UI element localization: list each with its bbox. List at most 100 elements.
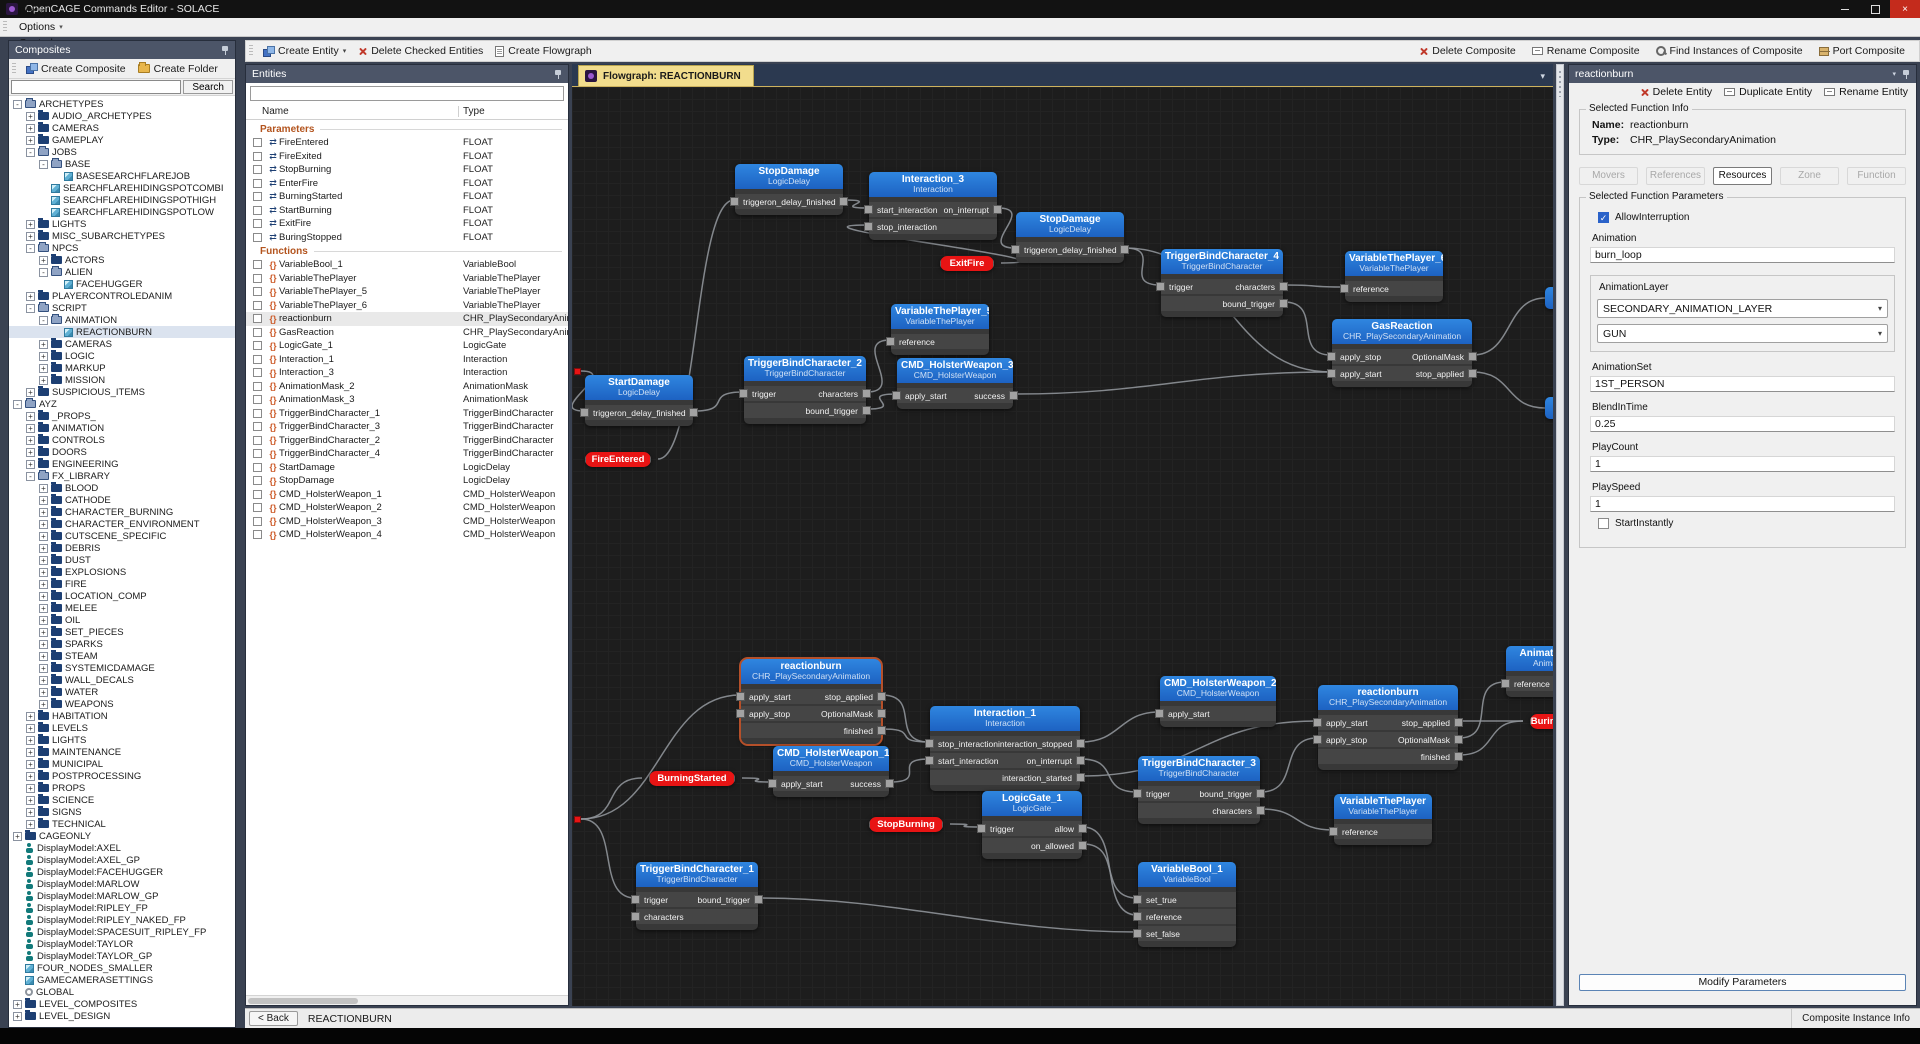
play-speed-input[interactable]: 1 (1590, 496, 1895, 512)
tree-item[interactable]: DisplayModel:TAYLOR (9, 938, 235, 950)
tree-item[interactable]: +CUTSCENE_SPECIFIC (9, 530, 235, 542)
entity-checkbox[interactable] (253, 422, 262, 432)
tree-item[interactable]: +LEVELS (9, 722, 235, 734)
tree-expander-icon[interactable]: - (13, 99, 22, 109)
tree-item[interactable]: +EXPLOSIONS (9, 566, 235, 578)
pin[interactable] (864, 205, 873, 214)
tree-item[interactable]: +MELEE (9, 602, 235, 614)
pin[interactable] (864, 222, 873, 231)
pin[interactable] (1133, 895, 1142, 904)
back-button[interactable]: < Back (249, 1011, 298, 1026)
tree-item[interactable]: +CONTROLS (9, 434, 235, 446)
tree-item[interactable]: +OIL (9, 614, 235, 626)
pin[interactable] (1155, 709, 1164, 718)
tree-expander-icon[interactable]: + (26, 723, 35, 733)
tree-expander-icon[interactable]: + (26, 459, 35, 469)
entity-checkbox[interactable] (253, 476, 262, 486)
tab-function[interactable]: Function (1847, 167, 1906, 185)
flow-input-port[interactable] (574, 816, 581, 823)
pin[interactable] (1156, 282, 1165, 291)
tree-item[interactable]: +POSTPROCESSING (9, 770, 235, 782)
tree-item[interactable]: DisplayModel:TAYLOR_GP (9, 950, 235, 962)
tree-item[interactable]: +GAMEPLAY (9, 134, 235, 146)
pin[interactable] (739, 389, 748, 398)
entity-checkbox[interactable] (253, 273, 262, 283)
pin[interactable] (1327, 352, 1336, 361)
tree-item[interactable]: DisplayModel:FACEHUGGER (9, 866, 235, 878)
tree-item[interactable]: +STEAM (9, 650, 235, 662)
flow-input-port[interactable] (574, 368, 581, 375)
tree-expander-icon[interactable]: + (39, 603, 48, 613)
tree-item[interactable]: +SIGNS (9, 806, 235, 818)
menu-item-options[interactable]: Options▾ (11, 19, 71, 35)
tab-references[interactable]: References (1646, 167, 1705, 185)
animation-layer-select[interactable]: SECONDARY_ANIMATION_LAYER ▾ (1597, 299, 1888, 318)
tree-expander-icon[interactable]: + (39, 543, 48, 553)
tab-list-dropdown-icon[interactable]: ▾ (1540, 71, 1545, 81)
entity-checkbox[interactable] (253, 381, 262, 391)
entity-checkbox[interactable] (253, 395, 262, 405)
tree-item[interactable]: DisplayModel:AXEL (9, 842, 235, 854)
allow-interruption-row[interactable]: ✓ AllowInterruption (1598, 212, 1690, 223)
tree-item[interactable]: -ARCHETYPES (9, 98, 235, 110)
tree-expander-icon[interactable]: + (39, 651, 48, 661)
start-instantly-checkbox[interactable] (1598, 518, 1609, 529)
pin[interactable] (1076, 756, 1085, 765)
tree-item[interactable]: +MAINTENANCE (9, 746, 235, 758)
create-composite-button[interactable]: Create Composite (20, 61, 132, 77)
tree-expander-icon[interactable]: + (26, 387, 35, 397)
tree-expander-icon[interactable]: + (39, 615, 48, 625)
tree-item[interactable]: +LOGIC (9, 350, 235, 362)
pin-icon[interactable] (554, 70, 562, 79)
pin[interactable] (877, 709, 886, 718)
rename-entity-button[interactable]: Rename Entity (1824, 86, 1908, 98)
tree-item[interactable]: +PLAYERCONTROLEDANIM (9, 290, 235, 302)
pin[interactable] (1078, 841, 1087, 850)
pin[interactable] (869, 820, 870, 828)
entity-checkbox[interactable] (253, 260, 262, 270)
tree-item[interactable]: -FX_LIBRARY (9, 470, 235, 482)
tree-item[interactable]: +CHARACTER_BURNING (9, 506, 235, 518)
pin[interactable] (1076, 739, 1085, 748)
pin[interactable] (1256, 806, 1265, 815)
chevron-down-icon[interactable]: ▾ (1892, 71, 1896, 78)
pin[interactable] (877, 726, 886, 735)
tree-expander-icon[interactable]: + (39, 507, 48, 517)
tree-item[interactable]: +SCIENCE (9, 794, 235, 806)
tree-item[interactable]: +LIGHTS (9, 218, 235, 230)
tree-item[interactable]: +WATER (9, 686, 235, 698)
tree-expander-icon[interactable]: - (26, 471, 35, 481)
tree-item[interactable]: +MISSION (9, 374, 235, 386)
entity-checkbox[interactable] (253, 503, 262, 513)
tree-item[interactable]: +TECHNICAL (9, 818, 235, 830)
tree-expander-icon[interactable]: + (26, 435, 35, 445)
flow-event-node-exitfire[interactable]: ExitFire (940, 256, 994, 271)
tree-item[interactable]: +_PROPS_ (9, 410, 235, 422)
tree-item[interactable]: +CAMERAS (9, 338, 235, 350)
tree-expander-icon[interactable]: + (26, 783, 35, 793)
tree-item[interactable]: -NPCS (9, 242, 235, 254)
entity-checkbox[interactable] (253, 341, 262, 351)
pin[interactable] (977, 824, 986, 833)
entity-checkbox[interactable] (253, 151, 262, 161)
entity-checkbox[interactable] (253, 530, 262, 540)
flow-node-partial[interactable] (1545, 397, 1553, 419)
tree-item[interactable]: SEARCHFLAREHIDINGSPOTLOW (9, 206, 235, 218)
play-count-input[interactable]: 1 (1590, 456, 1895, 472)
